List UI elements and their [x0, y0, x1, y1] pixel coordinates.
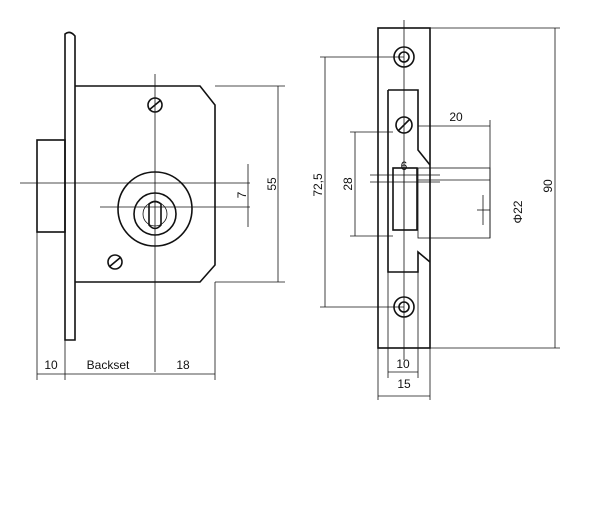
dim-phi22-label: Φ22 — [511, 200, 525, 223]
dim-backset-label: Backset — [87, 358, 130, 372]
dim-15-label: 15 — [397, 377, 411, 391]
dim-10-label: 10 — [44, 358, 58, 372]
front-faceplate — [64, 31, 76, 341]
front-view: 55 7 10 Backset 18 — [20, 31, 285, 380]
dim-10-side-label: 10 — [396, 357, 410, 371]
front-collar — [36, 139, 66, 233]
dim-7-label: 7 — [235, 191, 249, 198]
dim-18-label: 18 — [176, 358, 190, 372]
front-key-slot — [148, 200, 162, 230]
front-screw-bottom — [107, 254, 123, 270]
dim-6-label: 6 — [401, 159, 408, 173]
dim-28-label: 28 — [341, 177, 355, 191]
dim-72-5-label: 72,5 — [311, 173, 325, 197]
side-cylinder — [417, 167, 491, 239]
side-view: 72,5 28 20 6 Φ22 90 10 15 — [311, 20, 560, 400]
front-lock-body — [75, 85, 216, 283]
dim-90-label: 90 — [541, 179, 555, 193]
side-lock-case — [387, 89, 431, 273]
dim-20-label: 20 — [449, 110, 463, 124]
side-bolt — [392, 167, 418, 231]
dim-55-label: 55 — [265, 177, 279, 191]
